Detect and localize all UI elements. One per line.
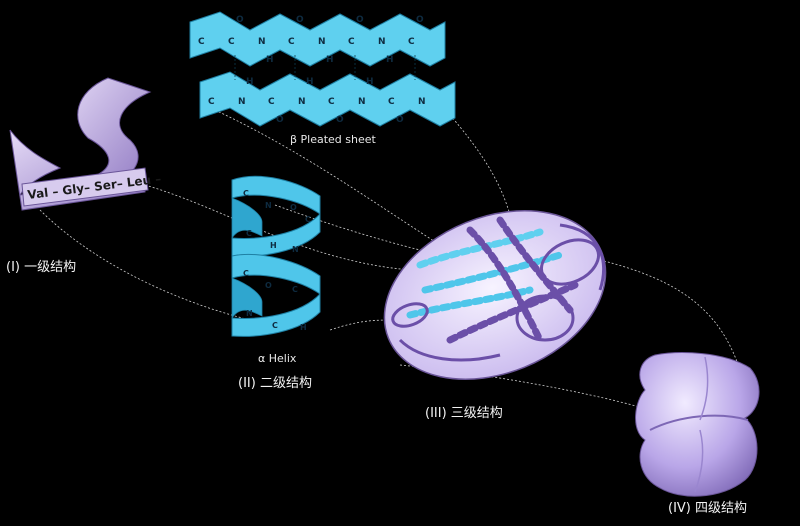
atom-c: C [408,37,415,47]
atom-c: C [348,37,355,47]
atom-c: C [228,37,235,47]
atom-c: C [198,37,205,47]
atom-c: C [243,269,249,278]
atom-c: C [292,285,298,294]
atom-c: C [305,215,311,224]
atom-c: C [288,37,295,47]
atom-n: N [418,97,426,107]
atom-n: N [378,37,386,47]
atom-n: N [298,97,306,107]
atom-n: N [258,37,266,47]
atom-h: H [246,77,254,87]
atom-c: C [243,189,249,198]
primary-structure-label: (I) 一级结构 [6,260,77,275]
atom-n: N [318,37,326,47]
atom-o: O [290,203,297,212]
atom-o: O [416,15,424,25]
atom-o: O [336,115,344,125]
atom-h: H [306,77,314,87]
atom-o: O [236,15,244,25]
atom-o: O [265,281,272,290]
alpha-helix-caption: α Helix [258,352,297,365]
atom-n: N [246,309,253,318]
atom-n: N [292,245,299,254]
atom-h: H [300,323,307,332]
atom-o: O [396,115,404,125]
atom-c: C [388,97,395,107]
atom-o: O [276,115,284,125]
tertiary-structure-label: (III) 三级结构 [425,406,503,421]
atom-n: N [238,97,246,107]
tertiary-structure [383,210,607,380]
atom-c: C [268,97,275,107]
alpha-helix: C N O C C H N C O C N C H [231,175,321,337]
atom-n: N [265,201,272,210]
leader-lines [39,109,741,411]
atom-n: N [358,97,366,107]
atom-h: H [386,55,394,65]
atom-o: O [296,15,304,25]
quaternary-structure-label: (IV) 四级结构 [668,501,748,516]
atom-h: H [366,77,374,87]
atom-c: C [246,229,252,238]
primary-structure-ribbon [9,77,152,211]
secondary-structure-label: (II) 二级结构 [238,376,312,391]
atom-h: H [270,241,277,250]
atom-h: H [266,55,274,65]
quaternary-structure [635,352,760,497]
atom-o: O [356,15,364,25]
atom-c: C [328,97,335,107]
beta-sheet-caption: β Pleated sheet [290,133,377,146]
atom-c: C [272,321,278,330]
atom-h: H [326,55,334,65]
atom-c: C [208,97,215,107]
beta-pleated-sheet: C C N C N C N C O O O O H H H C N C N C [189,11,456,127]
